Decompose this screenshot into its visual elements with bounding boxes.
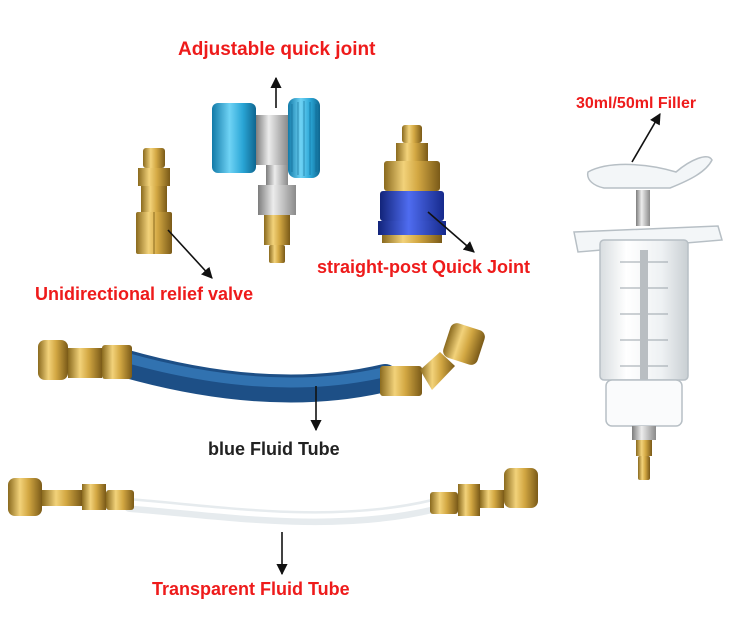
arrow-relief (167, 229, 213, 279)
straight-post-quick-joint-label: straight-post Quick Joint (317, 257, 531, 277)
arrow-filler (631, 113, 661, 163)
arrow-straight (427, 211, 475, 253)
transparent-fluid-tube-label: Transparent Fluid Tube (152, 579, 350, 599)
relief-valve-image (136, 148, 172, 254)
pointer-arrows (167, 76, 661, 576)
filler-label: 30ml/50ml Filler (576, 95, 697, 112)
transparent-fluid-tube-image (8, 468, 538, 526)
unidirectional-relief-valve-label: Unidirectional relief valve (35, 284, 254, 304)
blue-fluid-tube-image (38, 323, 485, 403)
filler-syringe-image (573, 156, 723, 480)
adjustable-quick-joint-label: Adjustable quick joint (178, 39, 376, 60)
blue-fluid-tube-label: blue Fluid Tube (208, 439, 340, 459)
straight-post-quick-joint-image (378, 125, 446, 243)
adjustable-quick-joint-image (212, 98, 320, 263)
